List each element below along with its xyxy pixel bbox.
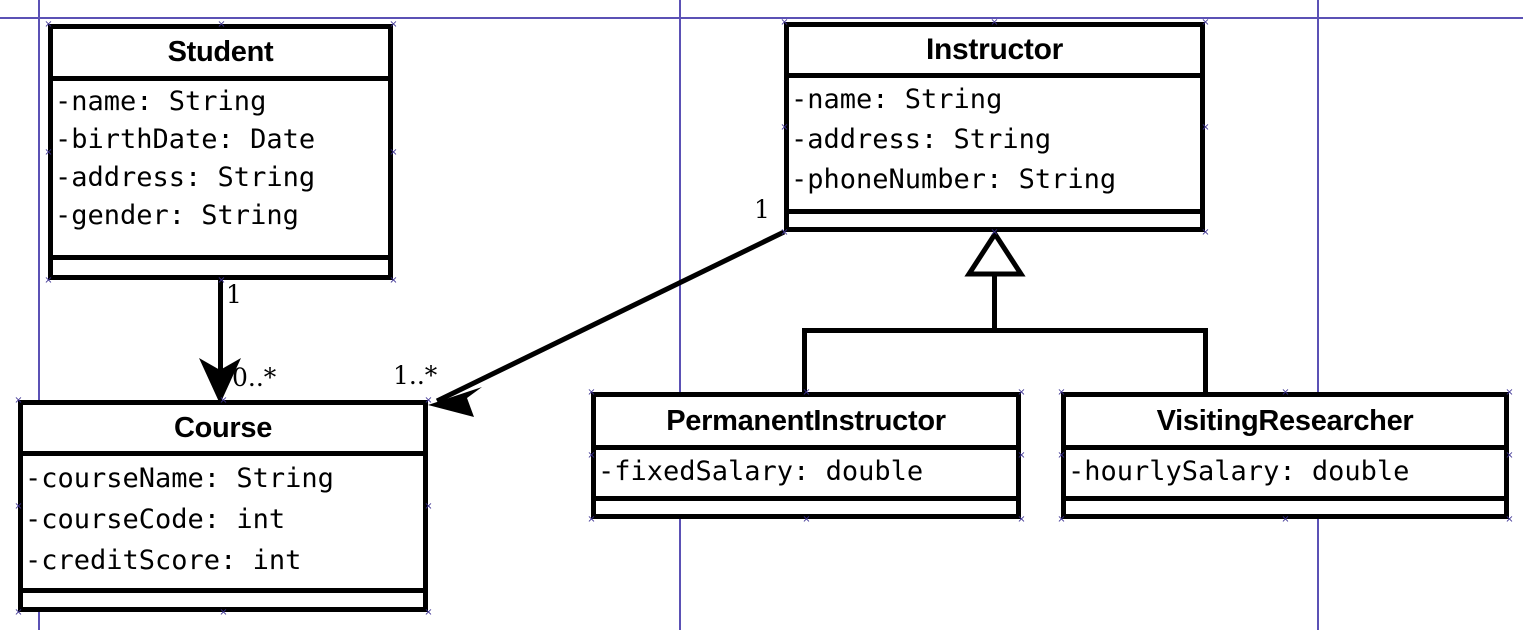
association-line-student-course[interactable] — [218, 280, 223, 375]
class-box-visiting-researcher[interactable]: VisitingResearcher -hourlySalary: double — [1061, 392, 1509, 519]
class-separator-instructor-attrs — [789, 209, 1200, 214]
class-attribute: -fixedSalary: double — [598, 456, 924, 487]
class-attribute: -phoneNumber: String — [791, 164, 1117, 195]
class-title-course: Course — [173, 412, 273, 444]
class-attribute: -hourlySalary: double — [1068, 456, 1410, 487]
class-separator-instructor-title — [789, 73, 1200, 78]
class-title-permanent-instructor: PermanentInstructor — [666, 405, 946, 437]
class-box-course[interactable]: Course -courseName: String -courseCode: … — [18, 400, 428, 612]
class-attribute: -birthDate: Date — [55, 124, 316, 155]
class-methods-permanent-instructor — [596, 501, 1016, 514]
class-attribute: -address: String — [55, 162, 316, 193]
class-separator-permanent-title — [596, 445, 1016, 450]
generalization-bus[interactable] — [802, 328, 1208, 333]
multiplicity-student-one: 1 — [226, 280, 242, 309]
class-attribute: -address: String — [791, 124, 1052, 155]
class-attribute: -courseCode: int — [25, 504, 286, 535]
guide-line-vertical-left — [38, 0, 40, 630]
class-separator-course-attrs — [23, 588, 423, 593]
class-separator-student-attrs — [53, 255, 388, 260]
generalization-arrowhead-instructor — [964, 229, 1026, 277]
class-separator-visiting-attrs — [1066, 496, 1504, 501]
class-attributes-student: -name: String -birthDate: Date -address:… — [53, 81, 388, 237]
guide-line-vertical-right — [1317, 0, 1319, 630]
class-separator-visiting-title — [1066, 445, 1504, 450]
class-box-permanent-instructor[interactable]: PermanentInstructor -fixedSalary: double — [591, 392, 1021, 519]
association-arrowhead-student-course — [199, 358, 241, 404]
class-attributes-permanent-instructor: -fixedSalary: double — [596, 450, 1016, 494]
generalization-branch-permanent-instructor[interactable] — [802, 328, 807, 394]
guide-line-horizontal-top — [0, 17, 1523, 19]
class-separator-course-title — [23, 451, 423, 456]
class-title-student: Student — [167, 36, 274, 68]
class-attribute: -gender: String — [55, 200, 299, 231]
class-box-student[interactable]: Student -name: String -birthDate: Date -… — [48, 24, 393, 280]
generalization-branch-visiting-researcher[interactable] — [1203, 328, 1208, 394]
class-attribute: -name: String — [55, 86, 267, 117]
multiplicity-instructor-one: 1 — [754, 195, 770, 224]
class-methods-course — [23, 593, 423, 607]
class-separator-permanent-attrs — [596, 496, 1016, 501]
class-methods-visiting-researcher — [1066, 501, 1504, 514]
class-attributes-visiting-researcher: -hourlySalary: double — [1066, 450, 1504, 494]
multiplicity-course-zero-many: 0..* — [232, 363, 277, 392]
multiplicity-course-one-many: 1..* — [393, 361, 438, 390]
class-attributes-instructor: -name: String -address: String -phoneNum… — [789, 78, 1200, 202]
class-attribute: -name: String — [791, 84, 1003, 115]
class-box-instructor[interactable]: Instructor -name: String -address: Strin… — [784, 22, 1205, 232]
guide-line-vertical-center — [679, 0, 681, 630]
generalization-stem-instructor[interactable] — [992, 274, 997, 330]
class-attribute: -creditScore: int — [25, 545, 302, 576]
class-attribute: -courseName: String — [25, 463, 334, 494]
class-title-visiting-researcher: VisitingResearcher — [1156, 405, 1414, 437]
class-methods-student — [53, 260, 388, 275]
class-title-instructor: Instructor — [925, 33, 1063, 66]
class-separator-student-title — [53, 76, 388, 81]
class-attributes-course: -courseName: String -courseCode: int -cr… — [23, 456, 423, 583]
class-methods-instructor — [789, 214, 1200, 227]
